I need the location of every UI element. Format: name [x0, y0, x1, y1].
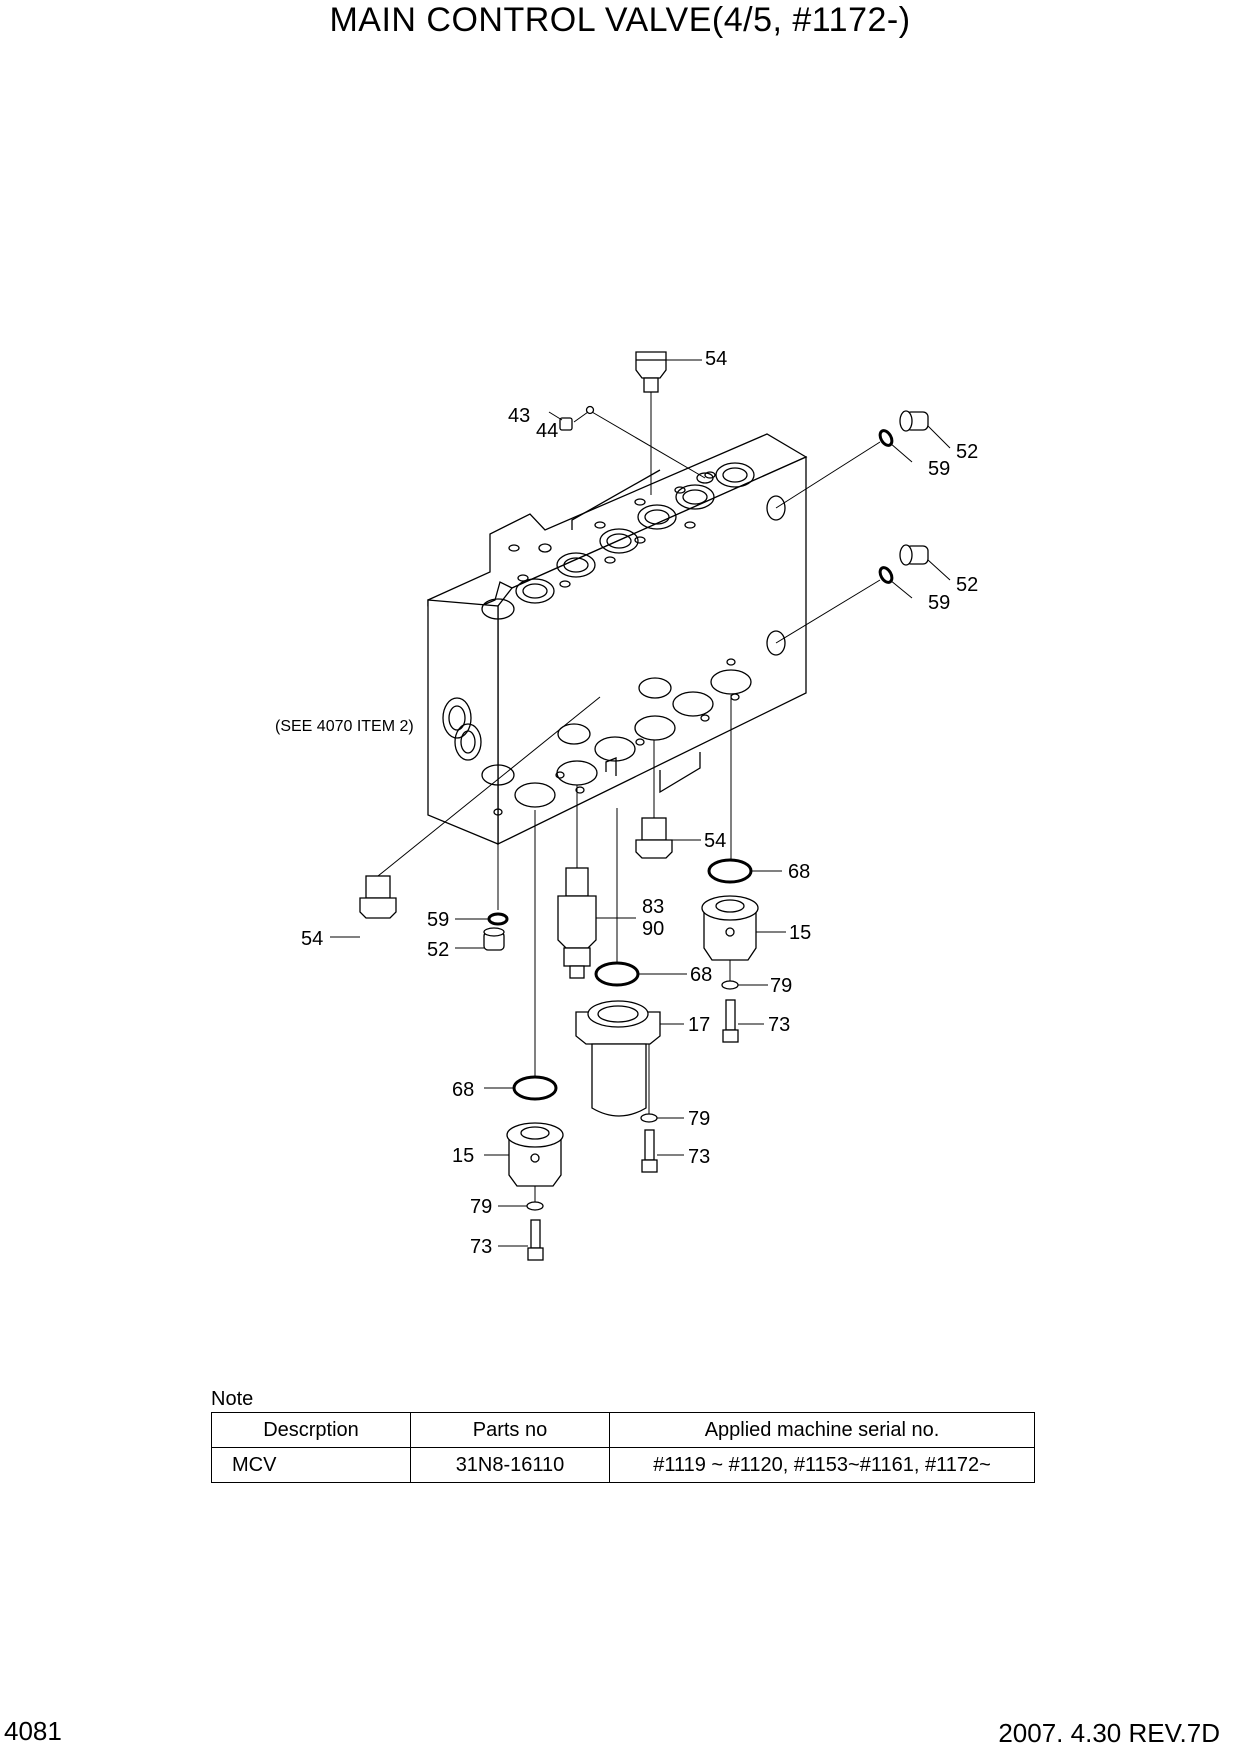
oring-59-upper — [878, 429, 894, 447]
callout-17: 17 — [688, 1014, 710, 1036]
callout-59: 59 — [928, 458, 950, 480]
plug-54-top — [635, 351, 667, 393]
page-number: 4081 — [4, 1716, 62, 1746]
table-row: MCV 31N8-16110 #1119 ~ #1120, #1153~#116… — [211, 1447, 1035, 1483]
cell-serial-no: #1119 ~ #1120, #1153~#1161, #1172~ — [609, 1447, 1035, 1483]
header-description: Descrption — [211, 1412, 411, 1448]
cell-parts-no: 31N8-16110 — [410, 1447, 610, 1483]
callout-83: 83 — [642, 896, 664, 918]
header-serial-no: Applied machine serial no. — [609, 1412, 1035, 1448]
oring-68-middle — [594, 961, 640, 987]
callout-73: 73 — [470, 1236, 492, 1258]
oring-68-left — [512, 1075, 558, 1101]
page-title: MAIN CONTROL VALVE(4/5, #1172-) — [329, 1, 911, 39]
housing-17 — [575, 1000, 661, 1117]
pin-44 — [585, 405, 595, 415]
cartridge-83-90 — [557, 867, 597, 979]
washer-79-left — [526, 1201, 544, 1211]
callout-52: 52 — [956, 441, 978, 463]
callout-73: 73 — [768, 1014, 790, 1036]
revision-date: 2007. 4.30 REV.7D — [998, 1718, 1220, 1748]
bolt-73-right — [722, 999, 739, 1043]
callout-43: 43 — [508, 405, 530, 427]
plug-52-lower — [899, 544, 929, 566]
callout-52: 52 — [427, 939, 449, 961]
valve-body — [427, 433, 808, 846]
plug-54-left — [359, 875, 397, 919]
oring-59-lower — [878, 566, 894, 584]
cell-description: MCV — [211, 1447, 411, 1483]
callout-52: 52 — [956, 574, 978, 596]
plug-52-upper — [899, 410, 929, 432]
table-header-row: Descrption Parts no Applied machine seri… — [211, 1412, 1035, 1448]
callout-90: 90 — [642, 918, 664, 940]
callout-59: 59 — [427, 909, 449, 931]
callout-68: 68 — [452, 1079, 474, 1101]
callout-73: 73 — [688, 1146, 710, 1168]
oring-68-right — [707, 858, 753, 884]
callout-54: 54 — [704, 830, 726, 852]
callout-44: 44 — [536, 420, 558, 442]
callout-79: 79 — [688, 1108, 710, 1130]
callout-68: 68 — [690, 964, 712, 986]
callout-54: 54 — [301, 928, 323, 950]
cover-15-right — [701, 895, 759, 961]
note-table: Descrption Parts no Applied machine seri… — [211, 1412, 1035, 1483]
cover-15-left — [506, 1122, 564, 1187]
bolt-73-middle — [641, 1129, 658, 1173]
callout-15: 15 — [789, 922, 811, 944]
note-label: Note — [211, 1388, 254, 1410]
callout-54: 54 — [705, 348, 727, 370]
see-note: (SEE 4070 ITEM 2) — [275, 718, 414, 735]
header-parts-no: Parts no — [410, 1412, 610, 1448]
plug-54-right — [635, 817, 673, 859]
callout-15: 15 — [452, 1145, 474, 1167]
bolt-73-left — [527, 1219, 544, 1261]
callout-79: 79 — [770, 975, 792, 997]
washer-79-right — [721, 980, 739, 990]
plug-52-left — [483, 927, 505, 951]
oring-59-left — [487, 912, 509, 926]
plug-43 — [559, 417, 573, 431]
callout-68: 68 — [788, 861, 810, 883]
callout-79: 79 — [470, 1196, 492, 1218]
callout-59: 59 — [928, 592, 950, 614]
leader-lines — [330, 359, 951, 1247]
washer-79-middle — [640, 1113, 658, 1123]
